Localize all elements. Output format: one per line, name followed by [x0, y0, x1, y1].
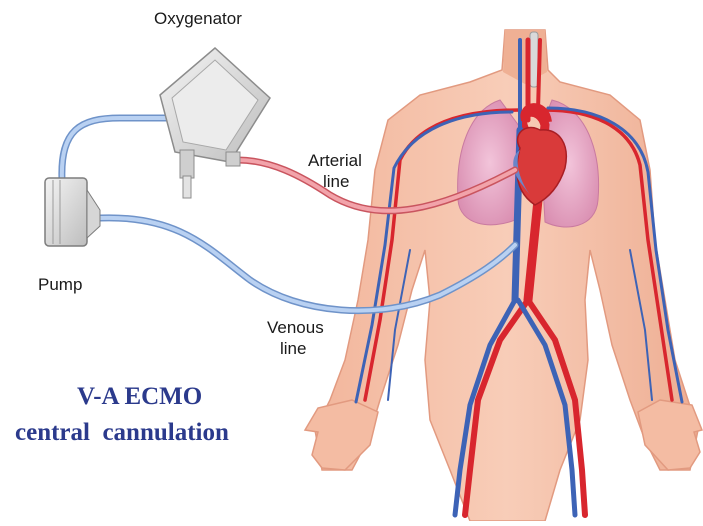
human-body: [305, 30, 702, 521]
venous-line-label: Venous: [267, 318, 324, 337]
pump-label: Pump: [38, 275, 82, 294]
trachea: [530, 32, 538, 87]
venous-line-label-2: line: [280, 339, 306, 358]
oxygenator-device: [160, 48, 270, 198]
oxygenator-label: Oxygenator: [154, 9, 242, 28]
arterial-line-label-2: line: [323, 172, 349, 191]
caption-title: V-A ECMO: [77, 383, 202, 410]
arterial-line-label: Arterial: [308, 151, 362, 170]
body-silhouette: [315, 30, 698, 521]
right-hand: [638, 400, 702, 470]
caption-subtitle: central cannulation: [15, 419, 229, 446]
pump-device: [45, 178, 100, 246]
